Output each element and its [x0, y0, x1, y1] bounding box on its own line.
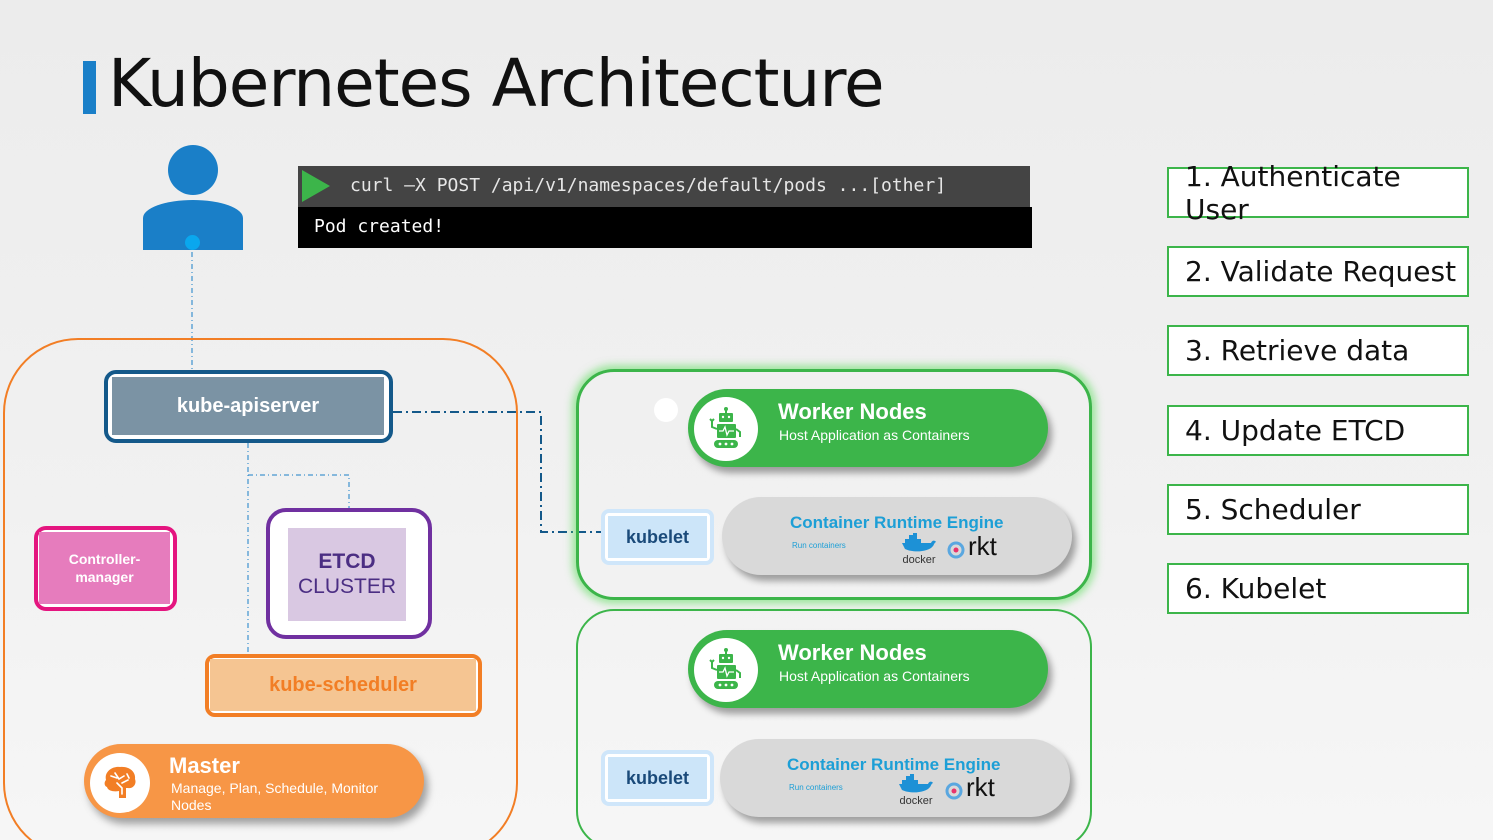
step-validate-request: 2. Validate Request: [1167, 246, 1469, 297]
kubelet-label: kubelet: [608, 516, 707, 558]
kube-apiserver-label: kube-apiserver: [112, 377, 384, 435]
robot-icon: [694, 397, 758, 461]
master-title: Master: [169, 753, 240, 778]
play-icon: [302, 170, 330, 202]
container-runtime-title: Container Runtime Engine: [787, 755, 1001, 774]
terminal-command: curl –X POST /api/v1/namespaces/default/…: [350, 175, 947, 196]
worker-nodes-subtitle: Host Application as Containers: [779, 668, 970, 684]
terminal-output: Pod created!: [314, 216, 445, 237]
docker-label: docker: [899, 795, 933, 807]
robot-icon: [694, 638, 758, 702]
kube-scheduler-label: kube-scheduler: [210, 659, 476, 711]
worker-node-region-1: [576, 369, 1092, 600]
master-subtitle: Manage, Plan, Schedule, Monitor Nodes: [171, 780, 379, 813]
step-kubelet: 6. Kubelet: [1167, 563, 1469, 614]
controller-manager-label: Controller- manager: [39, 532, 170, 604]
rkt-label: rkt: [966, 772, 995, 802]
connector-dot: [185, 235, 200, 250]
terminal-command-bar: [298, 166, 1030, 207]
container-runtime-pill: [720, 739, 1070, 817]
rkt-icon: [944, 781, 964, 806]
etcd-subtitle: CLUSTER: [297, 574, 397, 598]
kubelet-label: kubelet: [608, 757, 707, 799]
docker-logo: docker: [895, 772, 937, 807]
container-runtime-subtitle: Run containers: [789, 783, 843, 792]
docker-whale-icon: [902, 531, 936, 552]
rkt-icon: [946, 540, 966, 565]
container-runtime-pill: [722, 497, 1072, 575]
master-node-region: [3, 338, 518, 840]
worker-node-region-2: [576, 609, 1092, 840]
step-retrieve-data: 3. Retrieve data: [1167, 325, 1469, 376]
docker-whale-icon: [899, 772, 933, 793]
container-runtime-title: Container Runtime Engine: [790, 513, 1004, 532]
terminal-output-bar: [298, 207, 1032, 248]
highlight-dot: [654, 398, 678, 422]
title-accent-bar: [83, 61, 96, 114]
user-head: [168, 145, 218, 195]
worker-nodes-subtitle: Host Application as Containers: [779, 427, 970, 443]
docker-label: docker: [902, 554, 936, 566]
rkt-label: rkt: [968, 531, 997, 561]
etcd-cluster-label: ETCD CLUSTER: [288, 528, 406, 621]
docker-logo: docker: [898, 531, 940, 566]
worker-nodes-title: Worker Nodes: [778, 640, 927, 665]
container-runtime-subtitle: Run containers: [792, 541, 846, 550]
step-scheduler: 5. Scheduler: [1167, 484, 1469, 535]
step-authenticate-user: 1. Authenticate User: [1167, 160, 1469, 226]
worker-nodes-title: Worker Nodes: [778, 399, 927, 424]
etcd-title: ETCD: [318, 550, 376, 574]
brain-icon: [90, 753, 150, 813]
step-update-etcd: 4. Update ETCD: [1167, 405, 1469, 456]
page-title: Kubernetes Architecture: [108, 45, 885, 122]
